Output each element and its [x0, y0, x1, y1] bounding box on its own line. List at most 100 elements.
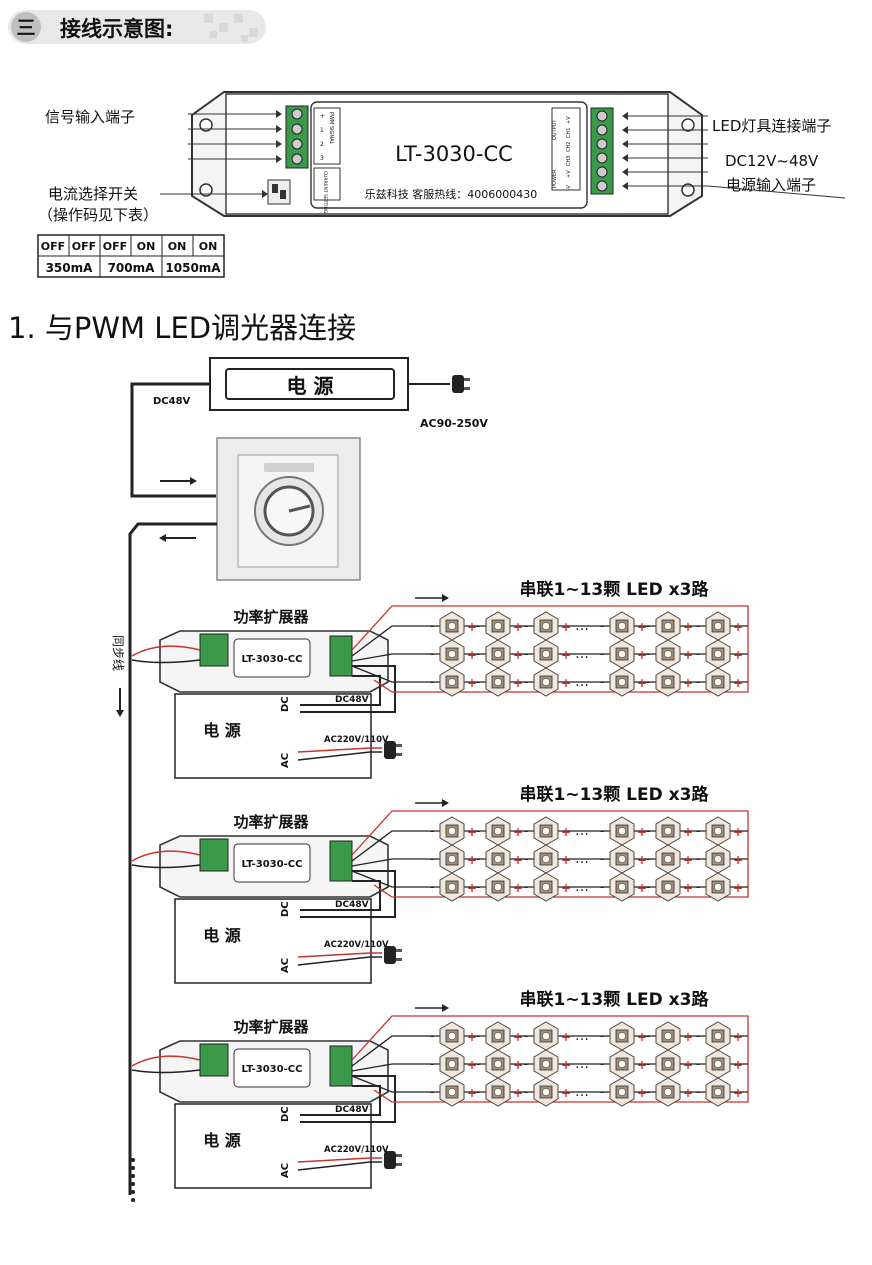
- header-pattern: [204, 14, 258, 42]
- led-chip-icon: [609, 816, 635, 846]
- led-plus-mark: +: [637, 648, 647, 662]
- led-plus-mark: +: [561, 1030, 571, 1044]
- led-plus-mark: +: [513, 620, 523, 634]
- led-plus-mark: +: [683, 676, 693, 690]
- output-label-panel: [551, 107, 581, 191]
- ac-plug-icon: [384, 946, 402, 964]
- led-chip-icon: [705, 1049, 731, 1079]
- current-block-label: CURRENT SETTING: [322, 171, 328, 214]
- led-chip-icon: [533, 816, 559, 846]
- led-chip-icon: [533, 639, 559, 669]
- led-minus-mark: -: [646, 619, 650, 633]
- led-plus-mark: +: [561, 648, 571, 662]
- led-plus-mark: +: [637, 825, 647, 839]
- controller-unit: PWM SIGNAL + 1 2 3 CURRENT SETTING OUTPU…: [191, 91, 703, 217]
- led-minus-mark: -: [476, 852, 480, 866]
- led-minus-mark: -: [524, 880, 528, 894]
- expander-unit-3: LT-3030-CC 功率扩展器 电 源 DC AC DC48V AC220V/…: [131, 989, 749, 1189]
- led-minus-mark: -: [600, 1029, 604, 1043]
- callout-voltage: DC12V~48V: [725, 152, 819, 170]
- led-plus-mark: +: [561, 825, 571, 839]
- section-title: 接线示意图:: [60, 17, 173, 41]
- led-minus-mark: -: [430, 1057, 434, 1071]
- led-plus-mark: +: [467, 1086, 477, 1100]
- continuation-dots: [131, 1158, 135, 1202]
- led-minus-mark: -: [600, 619, 604, 633]
- led-string-label: 串联1~13颗 LED x3路: [520, 579, 710, 600]
- led-chip-icon: [485, 816, 511, 846]
- led-chip-icon: [533, 1021, 559, 1051]
- led-plus-mark: +: [513, 1030, 523, 1044]
- callout-current-note: （操作码见下表）: [38, 206, 158, 224]
- led-plus-mark: +: [513, 648, 523, 662]
- led-plus-mark: +: [467, 881, 477, 895]
- led-minus-mark: -: [696, 852, 700, 866]
- led-chip-icon: [609, 639, 635, 669]
- unit-dc48-label: DC48V: [335, 1105, 369, 1115]
- output-pin-5: +V: [566, 170, 572, 178]
- led-string-label: 串联1~13颗 LED x3路: [520, 784, 710, 805]
- ac-plug-icon: [384, 1151, 402, 1169]
- led-chip-icon: [533, 611, 559, 641]
- led-chip-icon: [655, 844, 681, 874]
- led-minus-mark: -: [646, 1057, 650, 1071]
- led-plus-mark: +: [637, 620, 647, 634]
- signal-terminal-screws: [291, 108, 303, 165]
- led-minus-mark: -: [696, 1029, 700, 1043]
- current-cell: 350mA: [46, 261, 94, 275]
- current-label-panel: [313, 167, 341, 201]
- led-chip-icon: [705, 844, 731, 874]
- led-minus-mark: -: [524, 1057, 528, 1071]
- led-minus-mark: -: [524, 1085, 528, 1099]
- led-chip-icon: [485, 844, 511, 874]
- led-minus-mark: -: [476, 675, 480, 689]
- sync-label: 同步线: [111, 635, 125, 671]
- output-pin-2: CH1: [566, 128, 572, 138]
- led-plus-mark: +: [733, 620, 743, 634]
- led-chip-icon: [655, 816, 681, 846]
- led-plus-mark: +: [561, 676, 571, 690]
- led-minus-mark: -: [524, 675, 528, 689]
- pwm-pin-plus: +: [320, 113, 325, 120]
- led-plus-mark: +: [683, 853, 693, 867]
- led-plus-mark: +: [683, 825, 693, 839]
- led-minus-mark: -: [524, 1029, 528, 1043]
- led-plus-mark: +: [467, 648, 477, 662]
- pwm-block-label: PWM SIGNAL: [328, 112, 334, 145]
- led-minus-mark: -: [646, 880, 650, 894]
- power-block-label: POWER: [552, 169, 558, 188]
- led-ellipsis: …: [575, 646, 589, 662]
- led-minus-mark: -: [430, 852, 434, 866]
- output-block-label: OUTPUT: [552, 119, 558, 140]
- code-cell: OFF: [41, 240, 65, 253]
- signal-terminal-block: [285, 105, 309, 169]
- led-plus-mark: +: [513, 881, 523, 895]
- led-minus-mark: -: [696, 880, 700, 894]
- led-minus-mark: -: [430, 1029, 434, 1043]
- led-minus-mark: -: [600, 675, 604, 689]
- pwm-label-panel: [313, 107, 341, 165]
- led-grid: -+-+-+-+-+-+…-+-+-+-+-+-+…-+-+-+-+-+-+…: [430, 1021, 743, 1107]
- led-chip-icon: [439, 816, 465, 846]
- mount-hole: [681, 183, 695, 197]
- current-table: OFF OFF OFF ON ON ON 350mA 700mA 1050mA: [37, 234, 225, 278]
- led-minus-mark: -: [600, 1057, 604, 1071]
- led-minus-mark: -: [646, 1085, 650, 1099]
- code-cell: ON: [137, 240, 156, 253]
- section-badge-text: 三: [16, 17, 35, 39]
- led-minus-mark: -: [600, 1085, 604, 1099]
- led-plus-mark: +: [683, 620, 693, 634]
- code-cell: ON: [168, 240, 187, 253]
- output-pin-1: +V: [566, 116, 572, 124]
- led-chip-icon: [609, 844, 635, 874]
- callout-current-switch: 电流选择开关: [48, 185, 138, 203]
- led-plus-mark: +: [637, 1030, 647, 1044]
- callout-power-terminal: 电源输入端子: [726, 176, 816, 194]
- led-minus-mark: -: [476, 619, 480, 633]
- led-plus-mark: +: [561, 1086, 571, 1100]
- output-terminal-screws: [596, 110, 608, 192]
- led-plus-mark: +: [513, 1058, 523, 1072]
- led-minus-mark: -: [600, 852, 604, 866]
- led-minus-mark: -: [476, 880, 480, 894]
